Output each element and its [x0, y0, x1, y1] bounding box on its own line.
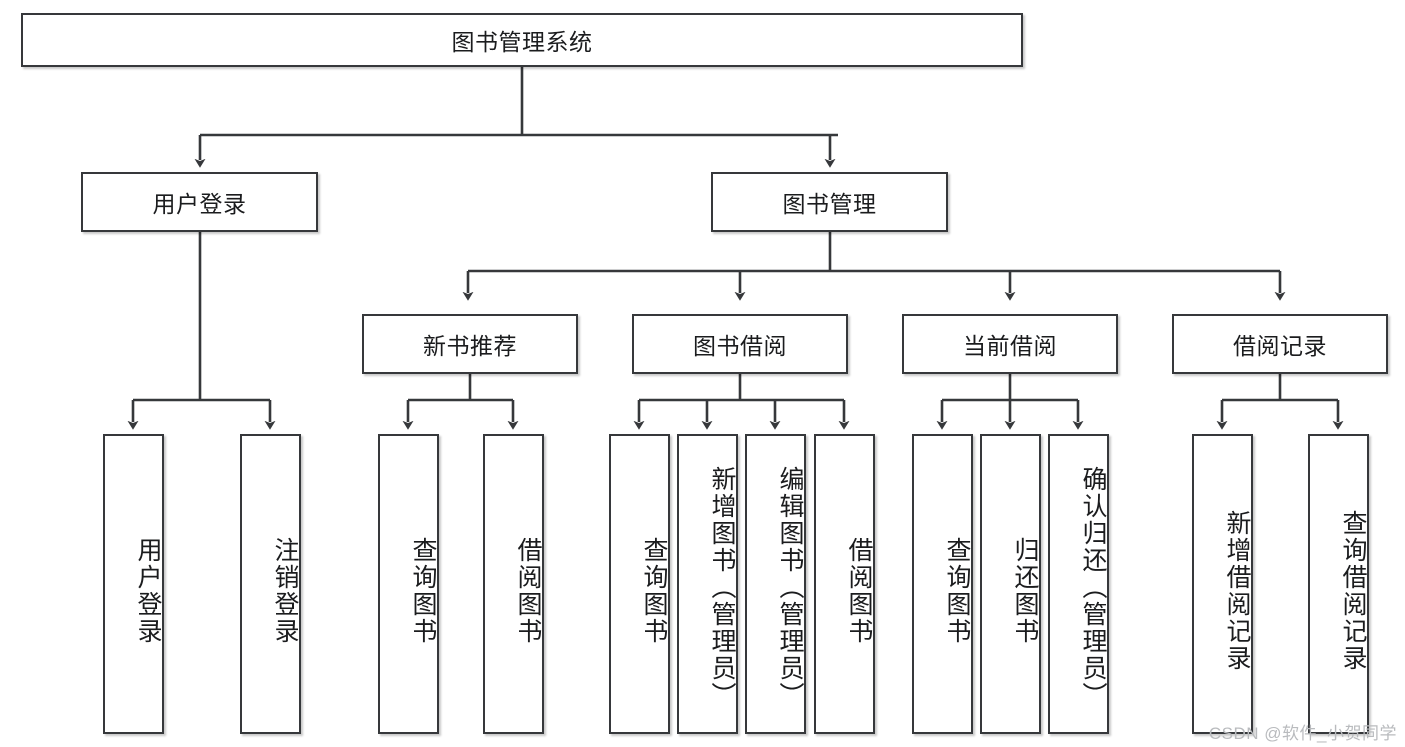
leaf-new-book-query-book[interactable]: 查询图书 — [378, 434, 439, 734]
node-label: 确认归还（管理员） — [1079, 465, 1107, 709]
node-new-book-recommend[interactable]: 新书推荐 — [362, 314, 578, 374]
node-label: 新增借阅记录 — [1223, 510, 1251, 672]
leaf-book-borrow-edit-book-admin[interactable]: 编辑图书（管理员） — [745, 434, 806, 734]
leaf-current-borrow-return-book[interactable]: 归还图书 — [980, 434, 1041, 734]
node-label: 查询借阅记录 — [1339, 510, 1367, 672]
leaf-current-borrow-confirm-return-admin[interactable]: 确认归还（管理员） — [1048, 434, 1109, 734]
node-borrow-record[interactable]: 借阅记录 — [1172, 314, 1388, 374]
leaf-current-borrow-query-book[interactable]: 查询图书 — [912, 434, 973, 734]
leaf-book-borrow-borrow-book[interactable]: 借阅图书 — [814, 434, 875, 734]
leaf-book-borrow-query-book[interactable]: 查询图书 — [609, 434, 670, 734]
node-book-management[interactable]: 图书管理 — [711, 172, 948, 232]
node-label: 查询图书 — [640, 537, 668, 645]
node-label: 新书推荐 — [423, 333, 517, 359]
leaf-borrow-record-add-record[interactable]: 新增借阅记录 — [1192, 434, 1253, 734]
leaf-borrow-record-query-record[interactable]: 查询借阅记录 — [1308, 434, 1369, 734]
node-label: 查询图书 — [409, 537, 437, 645]
node-label: 图书管理系统 — [451, 29, 593, 55]
node-label: 新增图书（管理员） — [708, 465, 736, 709]
leaf-book-borrow-add-book-admin[interactable]: 新增图书（管理员） — [677, 434, 738, 734]
node-label: 图书管理 — [782, 191, 877, 217]
leaf-user-login-logout[interactable]: 注销登录 — [240, 434, 301, 734]
node-label: 查询图书 — [943, 537, 971, 645]
node-user-login[interactable]: 用户登录 — [81, 172, 318, 232]
node-root-book-management-system[interactable]: 图书管理系统 — [21, 13, 1023, 67]
node-label: 当前借阅 — [963, 333, 1057, 359]
node-label: 归还图书 — [1011, 537, 1039, 645]
leaf-new-book-borrow-book[interactable]: 借阅图书 — [483, 434, 544, 734]
node-label: 编辑图书（管理员） — [776, 465, 804, 709]
leaf-user-login-login[interactable]: 用户登录 — [103, 434, 164, 734]
node-label: 用户登录 — [152, 191, 247, 217]
node-label: 借阅记录 — [1233, 333, 1327, 359]
node-label: 注销登录 — [271, 537, 299, 645]
node-label: 借阅图书 — [845, 537, 873, 645]
node-book-borrow[interactable]: 图书借阅 — [632, 314, 848, 374]
node-label: 图书借阅 — [693, 333, 787, 359]
node-label: 用户登录 — [134, 537, 162, 645]
node-current-borrow[interactable]: 当前借阅 — [902, 314, 1118, 374]
node-label: 借阅图书 — [514, 537, 542, 645]
